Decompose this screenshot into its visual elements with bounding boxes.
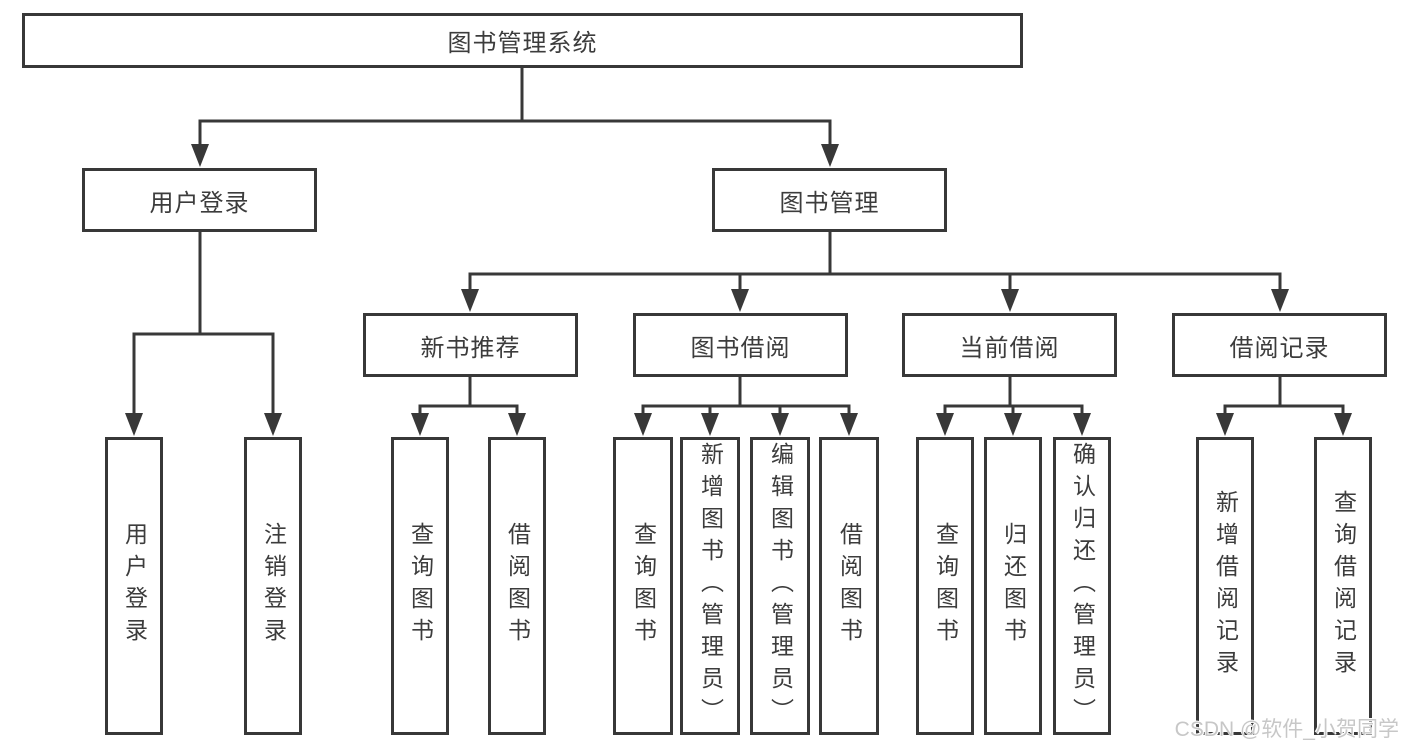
connector-new-book-rec: [418, 377, 519, 418]
node-borrow-records: 借阅记录: [1172, 313, 1387, 377]
connector-book-mgmt: [468, 232, 1282, 294]
node-book-borrowing: 图书借阅: [633, 313, 848, 377]
csdn-watermark: CSDN @软件_小贺同学: [1174, 718, 1399, 741]
node-new-book-recommend: 新书推荐: [363, 313, 578, 377]
connector-borrow-records: [1223, 377, 1345, 418]
node-library-management-system: 图书管理系统: [22, 13, 1023, 68]
leaf-query-borrow-record: 查询借阅记录: [1314, 437, 1372, 735]
node-current-borrowing: 当前借阅: [902, 313, 1117, 377]
leaf-user-login: 用户登录: [105, 437, 163, 735]
leaf-logout: 注销登录: [244, 437, 302, 735]
leaf-add-books-admin: 新增图书（管理员）: [680, 437, 740, 735]
connector-root: [198, 68, 832, 149]
arrowheads: [125, 144, 1352, 436]
leaf-query-books-recommend: 查询图书: [391, 437, 449, 735]
node-user-login: 用户登录: [82, 168, 317, 232]
leaf-borrow-books-borrowing: 借阅图书: [819, 437, 879, 735]
leaf-add-borrow-record: 新增借阅记录: [1196, 437, 1254, 735]
leaf-confirm-return-admin: 确认归还（管理员）: [1053, 437, 1111, 735]
leaf-query-books-borrowing: 查询图书: [613, 437, 673, 735]
connector-current-borrow: [943, 377, 1084, 418]
node-book-management: 图书管理: [712, 168, 947, 232]
leaf-query-books-current: 查询图书: [916, 437, 974, 735]
leaf-return-books: 归还图书: [984, 437, 1042, 735]
leaf-edit-books-admin: 编辑图书（管理员）: [750, 437, 810, 735]
connector-user-login: [132, 232, 275, 418]
leaf-borrow-books-recommend: 借阅图书: [488, 437, 546, 735]
connector-book-borrow: [641, 377, 851, 418]
